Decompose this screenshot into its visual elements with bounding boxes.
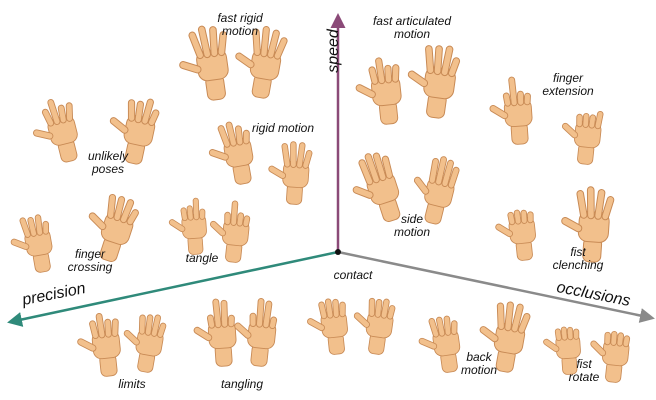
- label-fist-clenching: fist clenching: [548, 246, 608, 272]
- hand-rigid-motion-9: [265, 140, 313, 205]
- hand-finger-extension-5: [558, 107, 604, 165]
- label-back-motion: back motion: [455, 351, 503, 377]
- label-finger-extension: finger extension: [538, 72, 598, 98]
- label-fast-articulated-motion: fast articulated motion: [360, 15, 464, 41]
- hand-limits-21: [117, 309, 168, 374]
- label-tangling: tangling: [214, 378, 270, 391]
- label-side-motion: side motion: [390, 213, 434, 239]
- label-unlikely-poses: unlikely poses: [80, 150, 136, 176]
- hand-tangling-22: [191, 298, 238, 368]
- speed-axis-label: speed: [325, 29, 343, 73]
- hand-unlikely-poses-6: [25, 94, 85, 168]
- hand-tangling-23: [230, 296, 279, 368]
- hand-finger-crossing-14: [6, 213, 57, 277]
- hand-limits-20: [74, 311, 125, 379]
- axes-origin: [335, 249, 341, 255]
- label-tangle: tangle: [178, 252, 226, 265]
- hand-fist-clenching-12: [493, 208, 538, 263]
- hand-tangle-16: [167, 197, 209, 256]
- hand-contact-19: [348, 295, 396, 356]
- hand-finger-extension-4: [487, 76, 534, 146]
- label-limits: limits: [112, 378, 152, 391]
- label-rigid-motion: rigid motion: [244, 122, 322, 135]
- label-finger-crossing: finger crossing: [62, 248, 118, 274]
- hand-fast-articulated-motion-2: [352, 56, 405, 127]
- hand-contact-18: [304, 297, 351, 357]
- label-contact: contact: [326, 269, 380, 282]
- label-fist-rotate: fist rotate: [562, 358, 606, 384]
- label-fast-rigid-motion: fast rigid motion: [210, 12, 270, 38]
- hand-fast-articulated-motion-3: [402, 41, 463, 121]
